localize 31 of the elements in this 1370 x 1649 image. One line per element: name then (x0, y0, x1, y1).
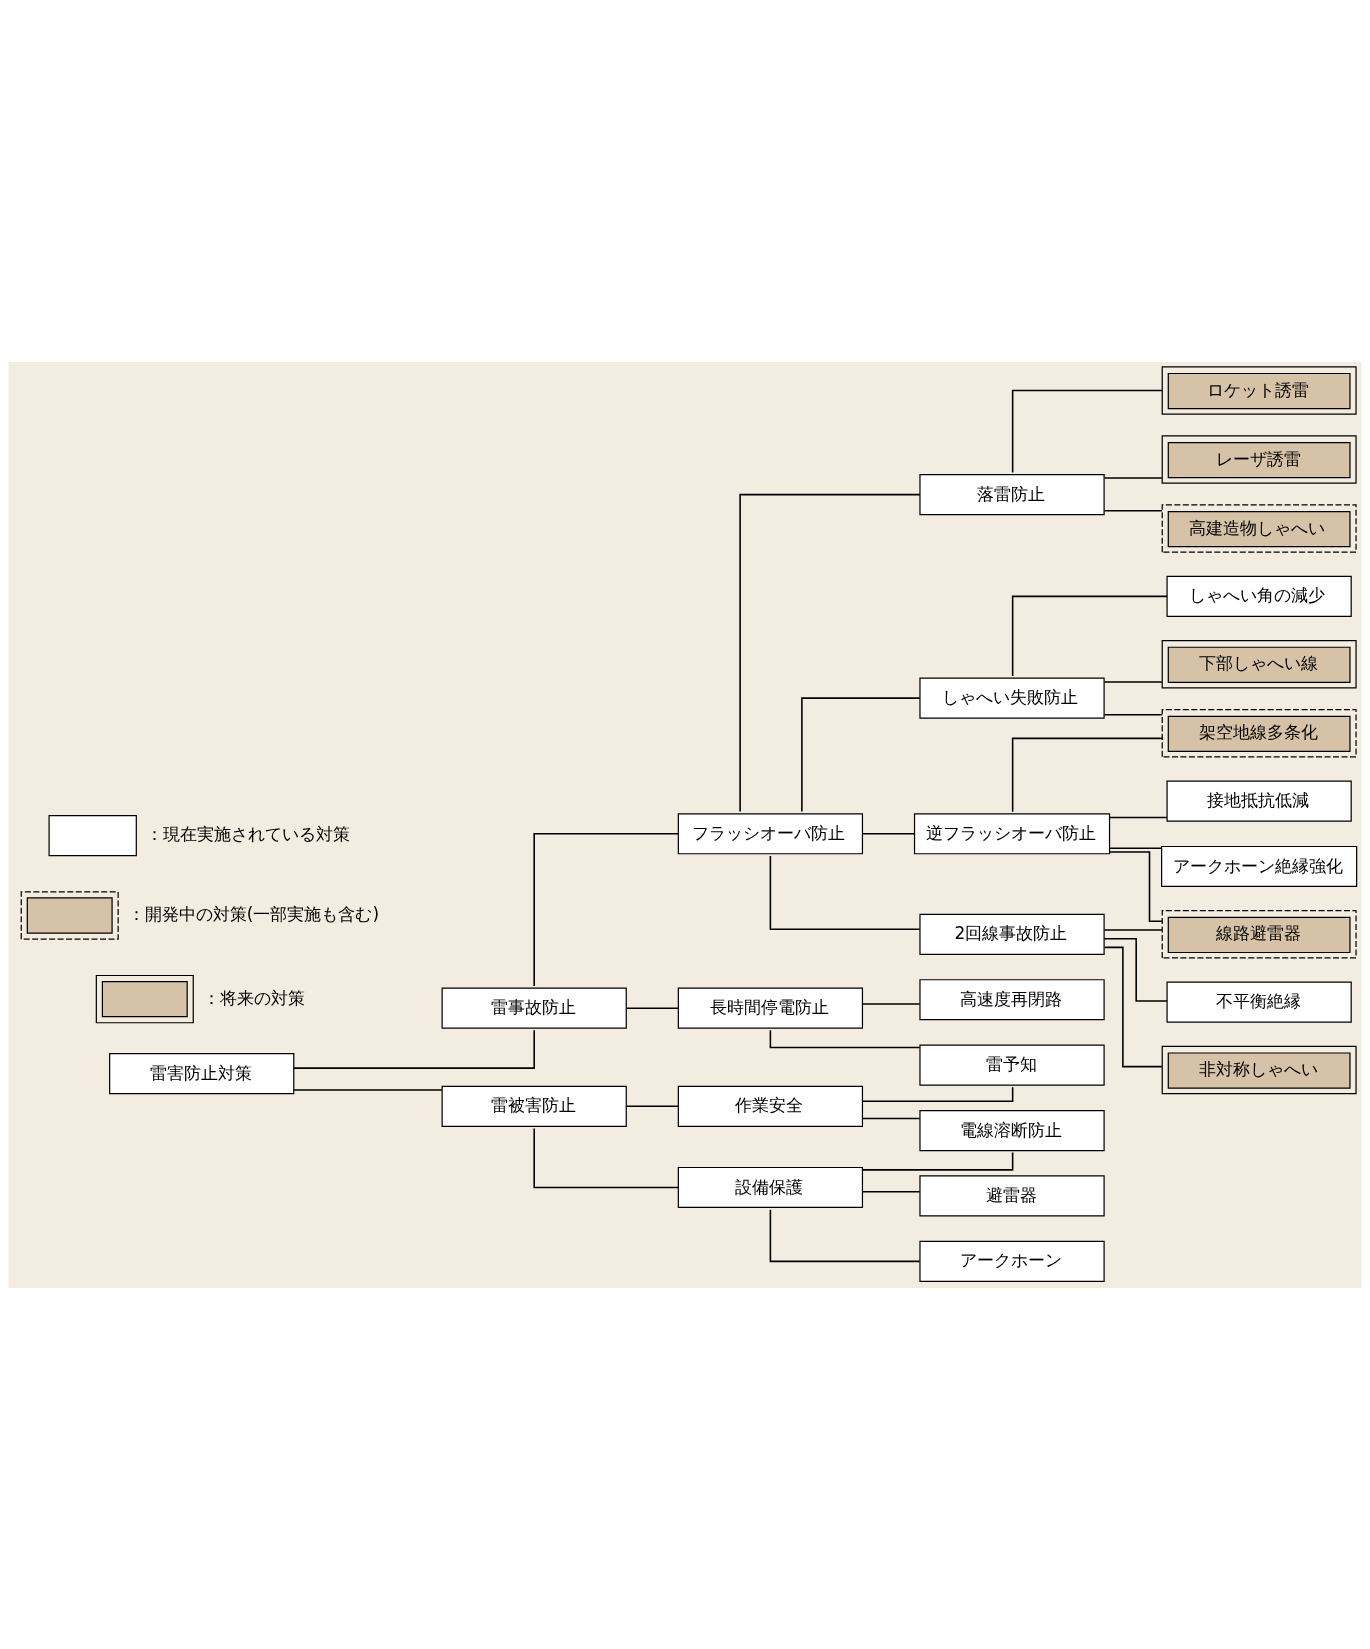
connector (861, 1086, 1014, 1102)
connector (293, 1028, 535, 1069)
connector (625, 1006, 679, 1009)
connector (1103, 946, 1163, 1067)
connector (1103, 509, 1163, 511)
connector (862, 1117, 921, 1119)
connector (533, 832, 679, 987)
connector (1108, 847, 1163, 849)
connector (625, 1105, 679, 1107)
connector (801, 696, 921, 812)
connector (1103, 928, 1163, 931)
connector (1103, 476, 1163, 479)
connector (533, 1127, 679, 1188)
connector (739, 493, 921, 812)
connector (862, 1002, 921, 1005)
connector (769, 1208, 921, 1262)
connector (1108, 850, 1163, 922)
connector (862, 832, 916, 835)
legend-label: ：開発中の対策(一部実施も含む) (127, 903, 380, 924)
connector (1108, 816, 1168, 818)
connector (862, 1190, 921, 1192)
connector (1011, 595, 1168, 677)
connector (1103, 680, 1163, 683)
legend-label: ：現在実施されている対策 (145, 823, 350, 844)
connector (1011, 737, 1163, 812)
connector (1103, 713, 1163, 716)
connector (293, 1088, 443, 1091)
connector (1103, 937, 1168, 1002)
connector (1011, 389, 1163, 473)
connector (769, 854, 921, 930)
legend-label: ：将来の対策 (202, 987, 305, 1008)
